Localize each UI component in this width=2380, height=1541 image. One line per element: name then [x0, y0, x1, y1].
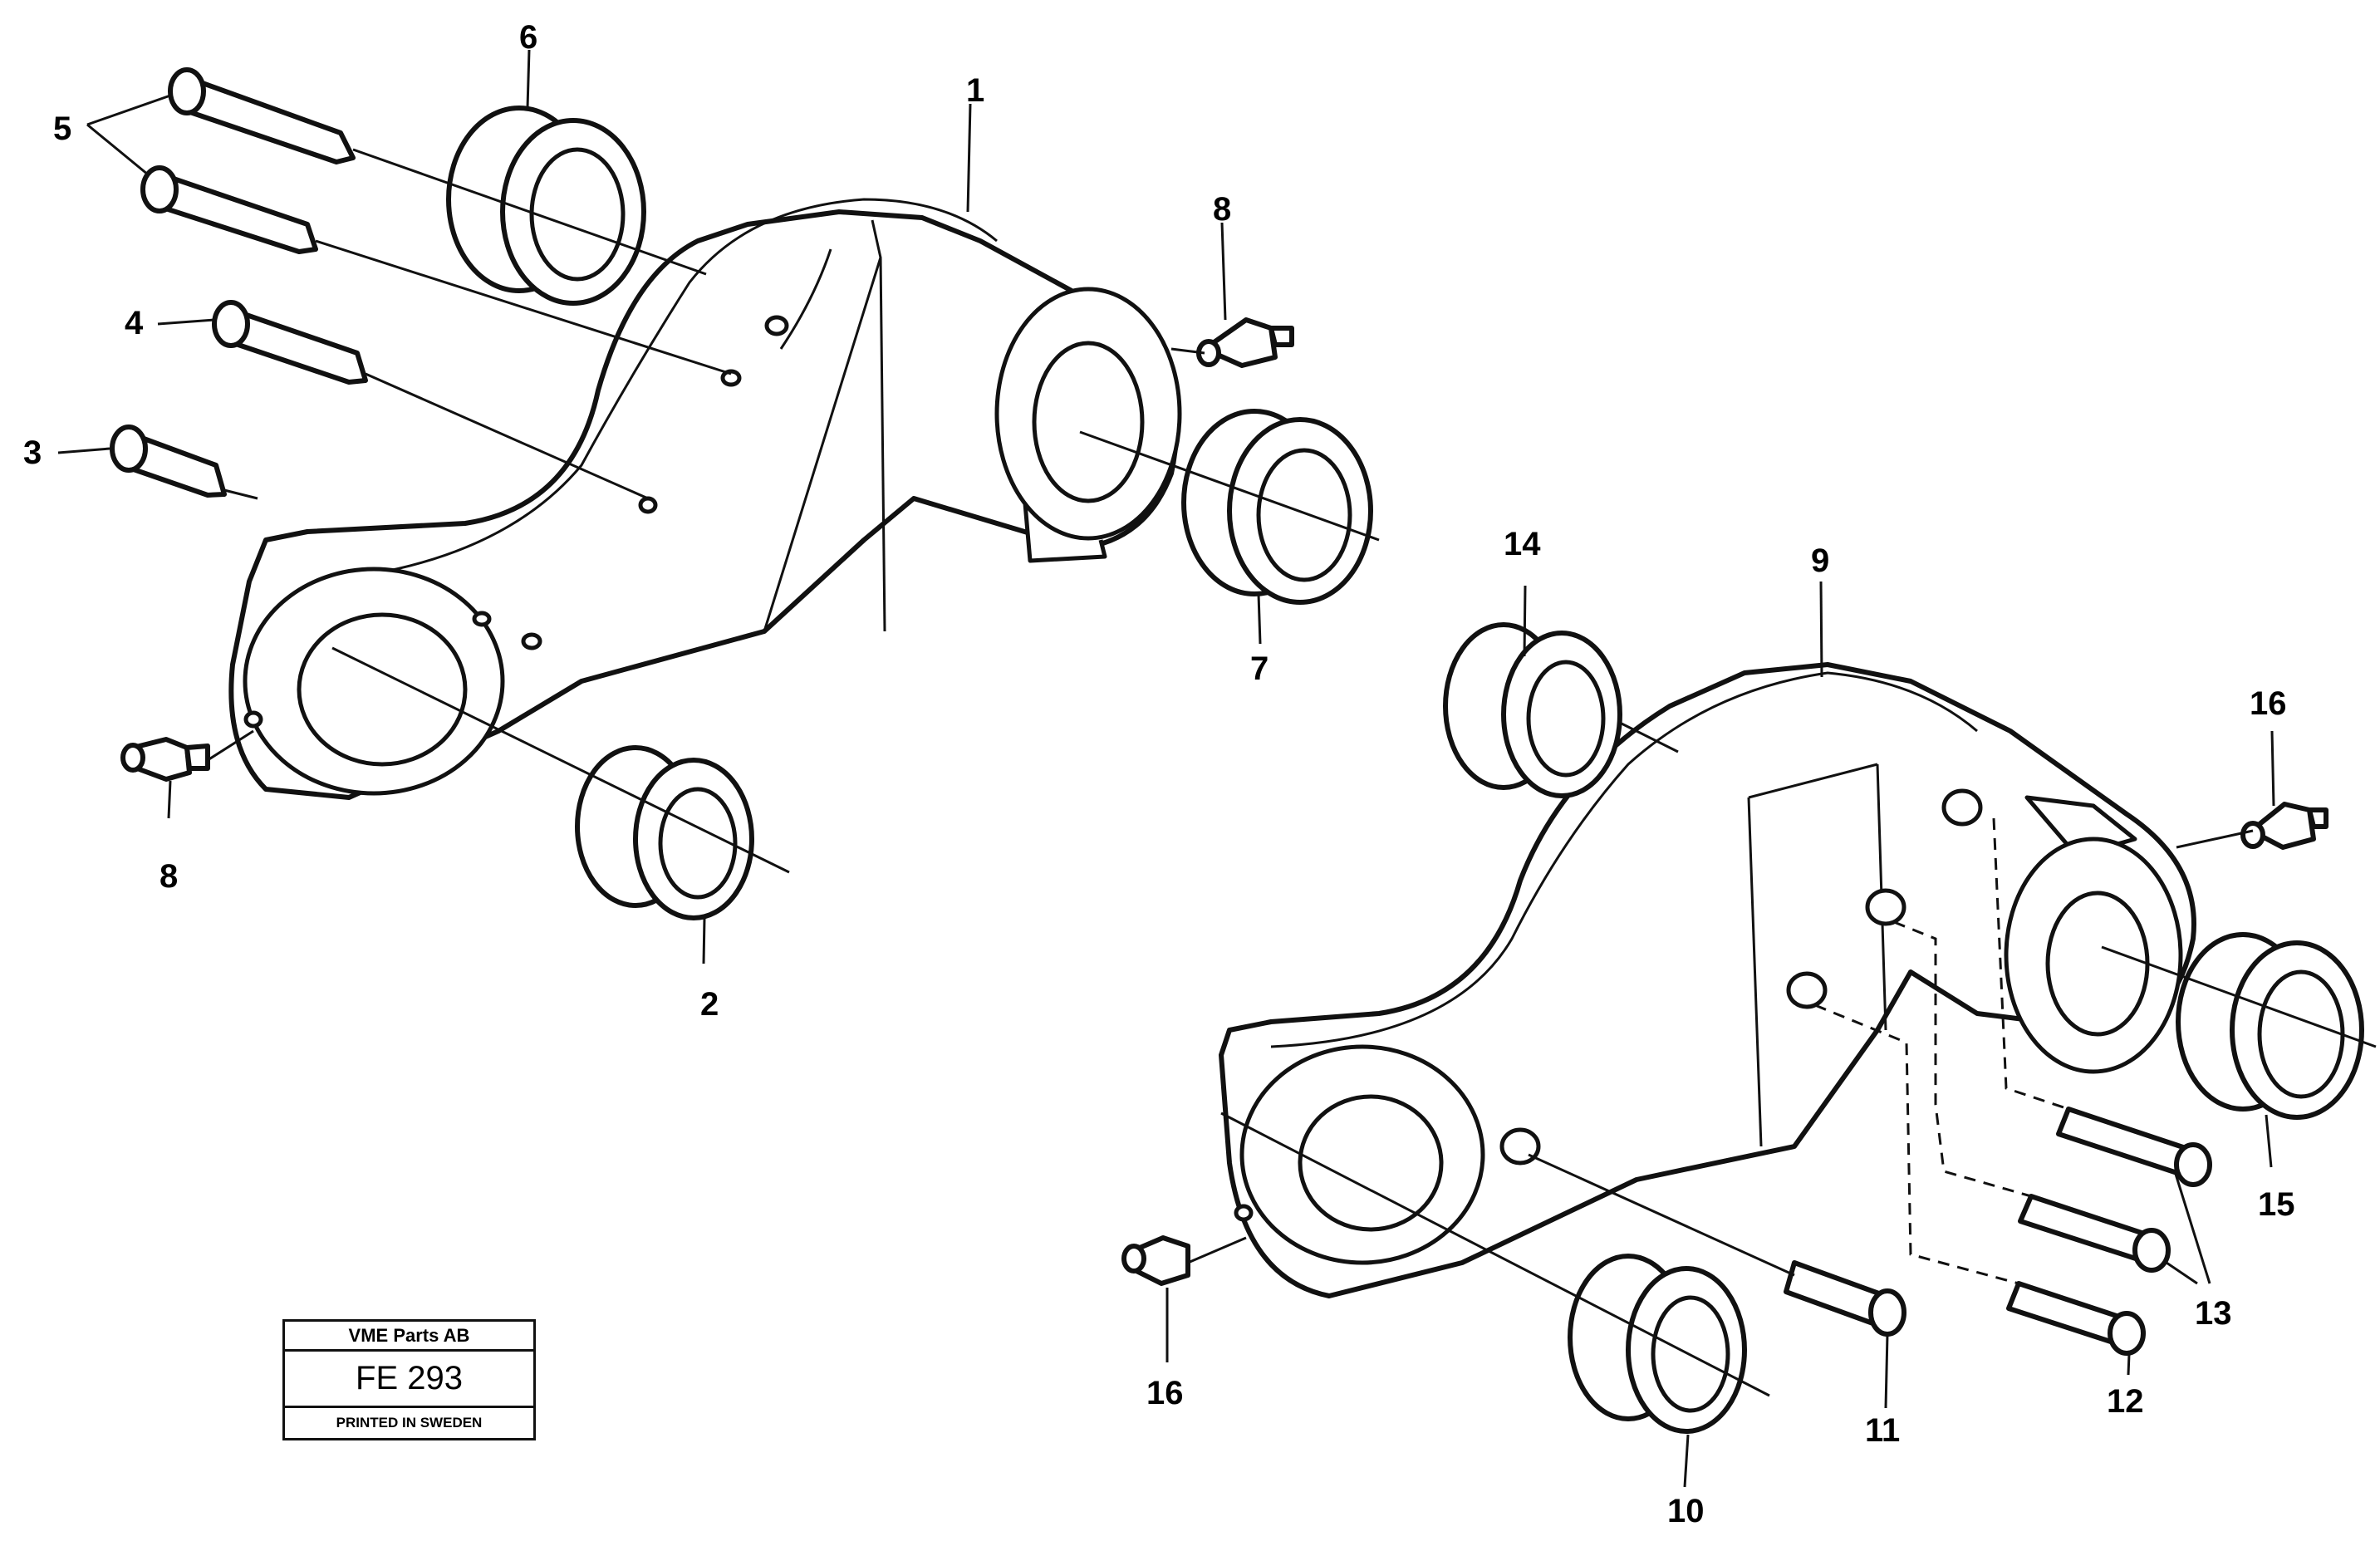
bushing-7: [1181, 409, 1373, 605]
callout-12: 12: [2107, 1383, 2144, 1420]
stamp-code: FE 293: [285, 1352, 533, 1408]
bushing-14: [1443, 622, 1622, 798]
grease-nipple-16a: [2240, 802, 2328, 850]
grease-nipple-8a: [1196, 317, 1294, 368]
callout-8-top: 8: [1213, 191, 1231, 228]
callout-5: 5: [53, 110, 71, 147]
callout-14: 14: [1504, 526, 1541, 562]
stamp-company: VME Parts AB: [285, 1322, 533, 1352]
callout-15: 15: [2258, 1186, 2295, 1223]
callout-16-left: 16: [1146, 1375, 1184, 1411]
callout-13: 13: [2195, 1295, 2232, 1332]
bolt-4: [212, 300, 368, 385]
stamp-printed: PRINTED IN SWEDEN: [336, 1415, 483, 1431]
callout-7: 7: [1250, 650, 1269, 687]
bolt-5b: [140, 165, 318, 254]
bolt-12: [2006, 1281, 2146, 1356]
callout-16-right: 16: [2250, 685, 2287, 722]
grease-nipple-16b: [1121, 1235, 1190, 1286]
publisher-stamp: VME Parts AB FE 293 PRINTED IN SWEDEN: [282, 1319, 536, 1440]
callout-3: 3: [23, 434, 42, 471]
callout-1: 1: [966, 72, 984, 109]
grease-nipple-8b: [120, 737, 210, 782]
callout-11: 11: [1865, 1412, 1900, 1449]
bolt-13a: [2056, 1107, 2212, 1187]
callout-9: 9: [1811, 542, 1829, 579]
callout-4: 4: [125, 305, 144, 341]
bushing-15: [2176, 932, 2364, 1120]
bolt-13b: [2018, 1194, 2171, 1273]
bushing-2: [575, 745, 754, 920]
bushing-10: [1568, 1254, 1747, 1434]
bushing-6: [446, 106, 646, 306]
bolt-3: [110, 425, 227, 498]
bolt-11: [1784, 1260, 1906, 1337]
bolt-5a: [168, 67, 356, 164]
callout-10: 10: [1667, 1493, 1705, 1529]
callout-8-bottom: 8: [159, 858, 178, 895]
callout-6: 6: [519, 19, 537, 56]
callout-2: 2: [700, 986, 719, 1023]
